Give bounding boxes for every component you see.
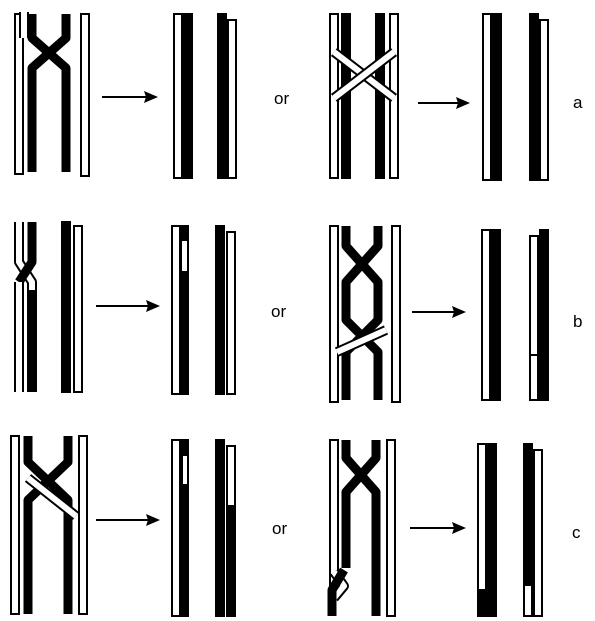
row-a-panel-1-after (173, 13, 237, 179)
connector-or-a: or (274, 89, 289, 108)
row-label-a: a (573, 93, 583, 112)
arrow-row-a-2 (418, 97, 470, 109)
connector-or-b: or (271, 302, 286, 321)
row-c-panel-2-before (327, 439, 396, 617)
arrow-row-b-2 (412, 306, 466, 318)
row-c-panel-2-after (477, 443, 543, 617)
row-b-panel-1-after (171, 225, 236, 395)
row-a-panel-1-before (14, 12, 90, 177)
row-a-panel-2-after (482, 13, 549, 181)
row-c-panel-1-after (171, 439, 236, 617)
arrow-row-b-1 (96, 300, 160, 312)
row-b-panel-2-after (481, 229, 549, 401)
row-label-b: b (573, 312, 582, 331)
row-b-panel-2-before (329, 225, 401, 403)
row-label-c: c (572, 523, 581, 542)
row-c-panel-1-before (10, 435, 88, 615)
arrow-row-a-1 (102, 91, 158, 103)
connector-or-c: or (272, 519, 287, 538)
arrow-row-c-1 (96, 514, 160, 526)
arrow-row-c-2 (410, 522, 466, 534)
row-b-panel-1-before (14, 221, 83, 393)
row-a-panel-2-before (329, 13, 399, 179)
